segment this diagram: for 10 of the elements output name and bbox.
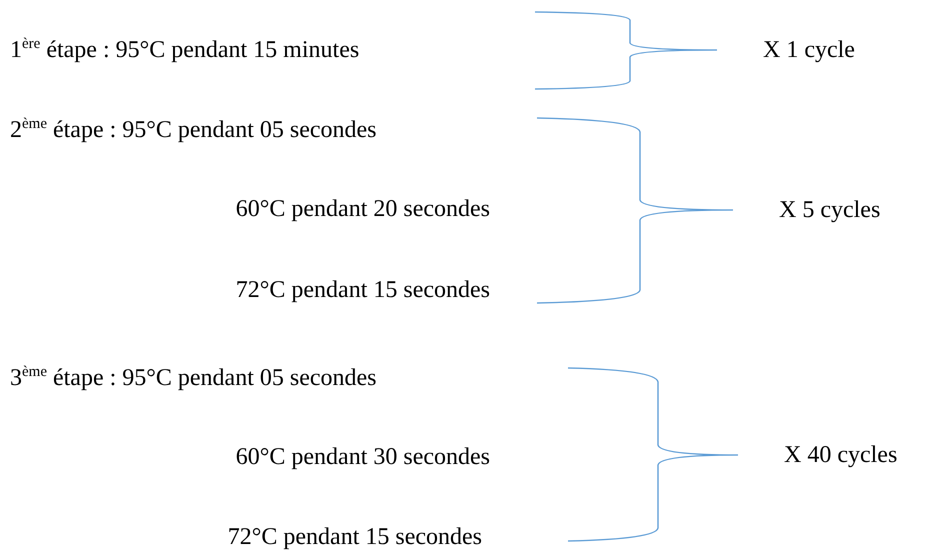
step-text: 3$^{ème}$ étape : 95°C pendant 05 secondes xyxy=(10,364,376,392)
step-text: 60°C pendant 20 secondes xyxy=(236,195,490,223)
cycle-count: X 40 cycles xyxy=(784,441,898,469)
step-text: 72°C pendant 15 secondes xyxy=(236,276,490,304)
cycle-count: X 5 cycles xyxy=(779,196,880,224)
step-text: 60°C pendant 30 secondes xyxy=(236,443,490,471)
cycle-count: X 1 cycle xyxy=(763,36,855,64)
step-text: 72°C pendant 15 secondes xyxy=(228,523,482,551)
step-text: 2$^{ème}$ étape : 95°C pendant 05 secondes xyxy=(10,116,376,144)
step-text: 1$^{ère}$ étape : 95°C pendant 15 minutes xyxy=(10,36,360,64)
